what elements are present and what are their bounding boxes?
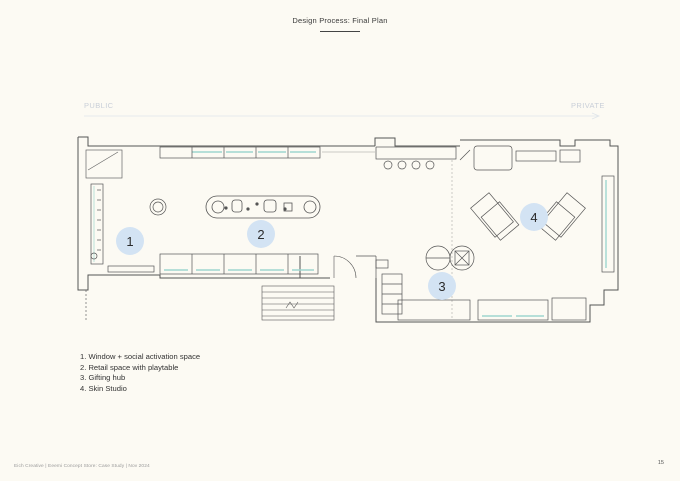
entrance-door [85,149,123,320]
gifting-hub [381,245,475,315]
window-display [90,183,167,273]
public-label: PUBLIC [84,101,114,110]
zone-badge-2: 2 [247,220,275,248]
svg-text:1: 1 [126,234,133,249]
svg-text:2: 2 [257,227,264,242]
private-label: PRIVATE [571,101,605,110]
legend-item: 4. Skin Studio [80,383,127,393]
bottom-shelving [159,253,319,275]
title-divider [320,31,360,32]
zone-badge-3: 3 [428,272,456,300]
zone-badge-1: 1 [116,227,144,255]
right-wall-shelving [601,175,615,273]
legend-item: 1. Window + social activation space [80,352,201,361]
page-title: Design Process: Final Plan [292,16,388,25]
zone-legend: 1. Window + social activation space 2. R… [80,352,200,394]
page-number: 15 [657,460,664,466]
legend-item: 2. Retail space with playtable [80,362,179,372]
exterior-walls [77,136,619,323]
footer-credit: Eich Creative | Eeemi Concept Store: Cas… [14,464,150,469]
play-table [205,195,321,219]
legend-item: 3. Gifting hub [80,373,126,383]
svg-text:4: 4 [530,210,537,225]
top-shelving [159,146,375,159]
stool-row [375,145,581,171]
public-private-axis: PUBLIC PRIVATE [84,101,605,120]
zone-badge-4: 4 [520,203,548,231]
svg-text:3: 3 [438,279,445,294]
staircase [261,255,357,321]
bottom-right-shelving [397,297,587,321]
